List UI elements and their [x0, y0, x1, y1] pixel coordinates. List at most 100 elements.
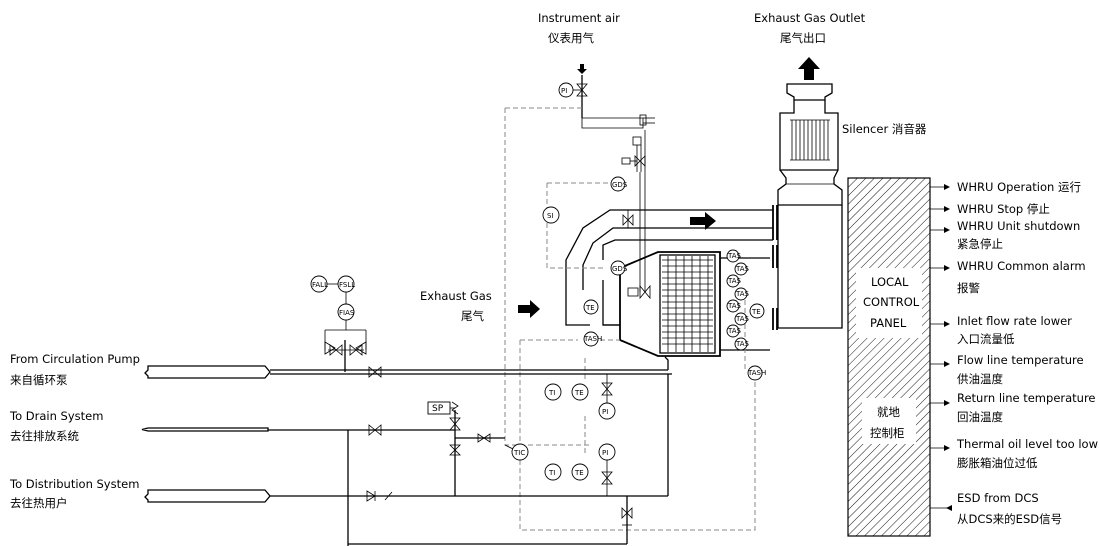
svg-text:SP: SP [432, 404, 444, 414]
signal-item: WHRU Operation 运行 [930, 180, 1081, 194]
svg-text:TAS: TAS [735, 265, 750, 273]
svg-text:WHRU Unit shutdown: WHRU Unit shutdown [957, 219, 1080, 233]
flow-bridge-assembly [324, 320, 367, 356]
from-pump-cn-label: 来自循环泵 [10, 373, 68, 387]
tas-instruments: TAS TAS TAS TAS TAS TAS TAS TAS [726, 249, 750, 351]
to-drain-label: To Drain System [9, 409, 103, 423]
panel-control-label: CONTROL [863, 295, 920, 309]
svg-text:TAS: TAS [735, 290, 750, 298]
svg-text:SI: SI [547, 212, 554, 220]
instrument-air-arrow-icon [577, 64, 587, 74]
exhaust-outlet-cn-label: 尾气出口 [780, 31, 826, 45]
panel-panel-label: PANEL [870, 316, 907, 330]
tash-instrument-stack: TASH [747, 365, 766, 381]
exhaust-outlet-arrow-icon [798, 57, 820, 80]
signal-item: Thermal oil level too low 膨胀箱油位过低 [930, 437, 1098, 470]
svg-text:PI: PI [602, 449, 608, 457]
from-pump-label: From Circulation Pump [10, 352, 140, 366]
distribution-pipe [144, 489, 271, 503]
drain-pipe [141, 427, 269, 432]
gds-instrument-upper: GDS [610, 176, 628, 192]
panel-onsite-label: 就地 [877, 405, 900, 419]
svg-text:从DCS来的ESD信号: 从DCS来的ESD信号 [957, 512, 1062, 526]
te-instrument-stack: TE [749, 303, 765, 319]
gate-valve-bottom [621, 507, 633, 526]
pi-instrument-upper: PI [598, 374, 616, 420]
signal-item: WHRU Stop 停止 [930, 202, 1050, 216]
fall-instrument: FALL [310, 275, 328, 293]
te-instrument-lower: TE [571, 463, 589, 481]
panel-local-label: LOCAL [871, 275, 909, 289]
svg-text:紧急停止: 紧急停止 [957, 237, 1003, 251]
fias-instrument: FIAS [337, 292, 355, 321]
signal-item: Return line temperature 回油温度 [930, 391, 1096, 424]
signal-item: WHRU Common alarm 报警 [930, 259, 1086, 295]
pi-instrument-lower: PI [598, 443, 616, 496]
stack-flanges [772, 205, 778, 330]
svg-text:PI: PI [602, 408, 608, 416]
svg-text:WHRU Common alarm: WHRU Common alarm [957, 259, 1086, 273]
svg-text:报警: 报警 [957, 281, 980, 295]
svg-text:TAS: TAS [727, 302, 742, 310]
svg-text:回油温度: 回油温度 [957, 410, 1003, 424]
svg-text:TAS: TAS [727, 252, 742, 260]
svg-text:供油温度: 供油温度 [957, 372, 1003, 386]
signal-item: WHRU Unit shutdown 紧急停止 [930, 219, 1080, 251]
fsll-instrument: FSLL [327, 275, 355, 293]
exhaust-gas-inlet-arrow-icon [518, 300, 540, 318]
svg-text:TE: TE [751, 308, 761, 316]
svg-text:TAS: TAS [727, 277, 742, 285]
svg-text:TE: TE [574, 389, 584, 397]
gate-valve-drain-line [368, 424, 382, 436]
pi-air-instrument: PI [558, 82, 588, 98]
exhaust-gas-label: Exhaust Gas [420, 289, 492, 303]
to-dist-cn-label: 去往热用户 [10, 496, 68, 510]
signal-list: WHRU Operation 运行 WHRU Stop 停止 WHRU Unit… [930, 180, 1098, 526]
local-control-panel [847, 177, 931, 537]
svg-text:Return line temperature: Return line temperature [957, 391, 1096, 405]
svg-text:GDS: GDS [612, 181, 628, 189]
instrument-air-lines [581, 75, 655, 300]
svg-text:TAS: TAS [735, 315, 750, 323]
svg-text:GDS: GDS [612, 265, 628, 273]
sp-relief-valve: SP [427, 401, 461, 456]
signal-item: Flow line temperature 供油温度 [930, 353, 1084, 386]
svg-text:Thermal oil level too low: Thermal oil level too low [956, 437, 1098, 451]
signal-item: Inlet flow rate lower 入口流量低 [930, 314, 1072, 346]
svg-text:FIAS: FIAS [339, 309, 355, 317]
gate-valve-pump-line [368, 366, 382, 378]
exhaust-gas-cn-label: 尾气 [461, 309, 484, 323]
te-instrument-exchanger: TE [583, 299, 599, 315]
exhaust-outlet-label: Exhaust Gas Outlet [754, 11, 866, 25]
svg-text:TASH: TASH [583, 335, 602, 343]
signal-item: ESD from DCS 从DCS来的ESD信号 [930, 491, 1062, 526]
te-instrument-upper: TE [571, 383, 589, 401]
instrument-air-label: Instrument air [538, 11, 620, 25]
svg-text:TIC: TIC [513, 449, 525, 457]
bypass-flow-arrow-icon [690, 212, 716, 230]
svg-text:TAS: TAS [727, 327, 742, 335]
svg-text:ESD from DCS: ESD from DCS [957, 491, 1039, 505]
gate-valve-drain-branch [477, 433, 491, 443]
svg-text:PI: PI [561, 87, 567, 95]
svg-text:WHRU Operation 运行: WHRU Operation 运行 [957, 180, 1081, 194]
svg-text:TAS: TAS [735, 340, 750, 348]
svg-text:Inlet flow rate lower: Inlet flow rate lower [957, 314, 1072, 328]
process-piping [268, 340, 672, 546]
svg-text:FALL: FALL [312, 281, 328, 289]
control-dashed-lines [504, 107, 756, 531]
si-instrument: SI [542, 206, 560, 224]
silencer [777, 83, 843, 329]
svg-text:FSLL: FSLL [339, 281, 355, 289]
gds-instrument-lower: GDS [610, 260, 628, 276]
svg-text:TE: TE [574, 469, 584, 477]
check-valve-dist-line [366, 490, 393, 502]
to-dist-label: To Distribution System [9, 477, 139, 491]
circulation-pump-pipe [144, 365, 271, 379]
svg-text:TI: TI [548, 469, 555, 477]
svg-text:TI: TI [548, 389, 555, 397]
svg-text:入口流量低: 入口流量低 [957, 332, 1015, 346]
bypass-duct [565, 209, 773, 326]
ti-instrument-upper: TI [544, 383, 562, 401]
